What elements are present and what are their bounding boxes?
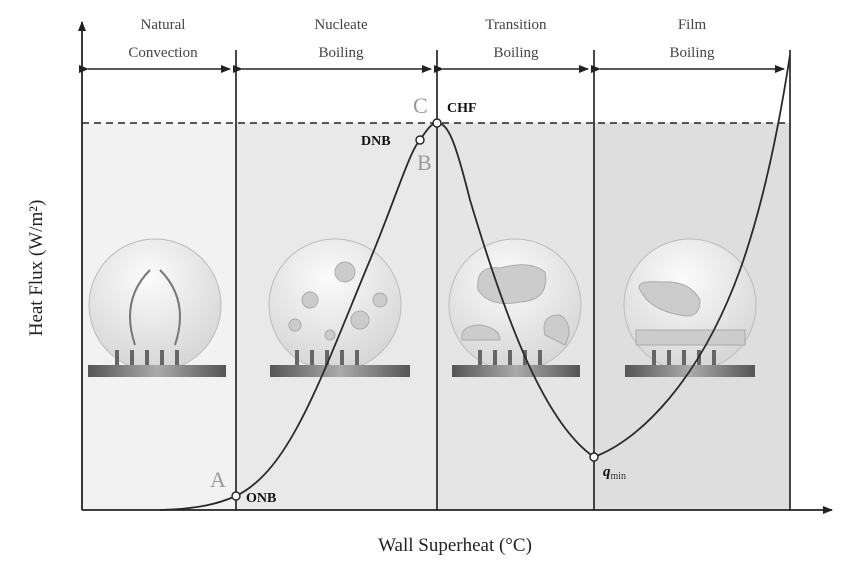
regime-label-transition-line2: Boiling xyxy=(493,45,539,61)
transition-boiling-illustration xyxy=(448,238,582,377)
nucleate-boiling-illustration xyxy=(268,238,410,377)
regime-label-film-line1: Film xyxy=(678,17,707,33)
natural-convection-illustration xyxy=(88,238,226,377)
point-label-a: A xyxy=(210,467,226,492)
point-label-c: C xyxy=(413,93,428,118)
boiling-curve xyxy=(159,54,791,511)
point-label-qmin: qmin xyxy=(603,464,626,482)
point-label-onb: ONB xyxy=(246,491,276,506)
regime-label-nucleate-line2: Boiling xyxy=(318,45,364,61)
regime-label-transition-line1: Transition xyxy=(485,17,547,33)
regime-label-film-line2: Boiling xyxy=(669,45,715,61)
film-boiling-illustration xyxy=(623,238,757,377)
point-label-b: B xyxy=(417,150,432,175)
y-axis-label: Heat Flux (W/m²) xyxy=(26,200,47,337)
x-axis-label: Wall Superheat (°C) xyxy=(378,535,532,556)
point-label-dnb: DNB xyxy=(361,134,391,149)
regime-label-nucleate-line1: Nucleate xyxy=(314,17,368,33)
regime-label-natural-line2: Convection xyxy=(128,45,198,61)
point-label-chf: CHF xyxy=(447,101,477,116)
regime-label-natural-line1: Natural xyxy=(141,17,186,33)
curve-points xyxy=(231,118,599,501)
